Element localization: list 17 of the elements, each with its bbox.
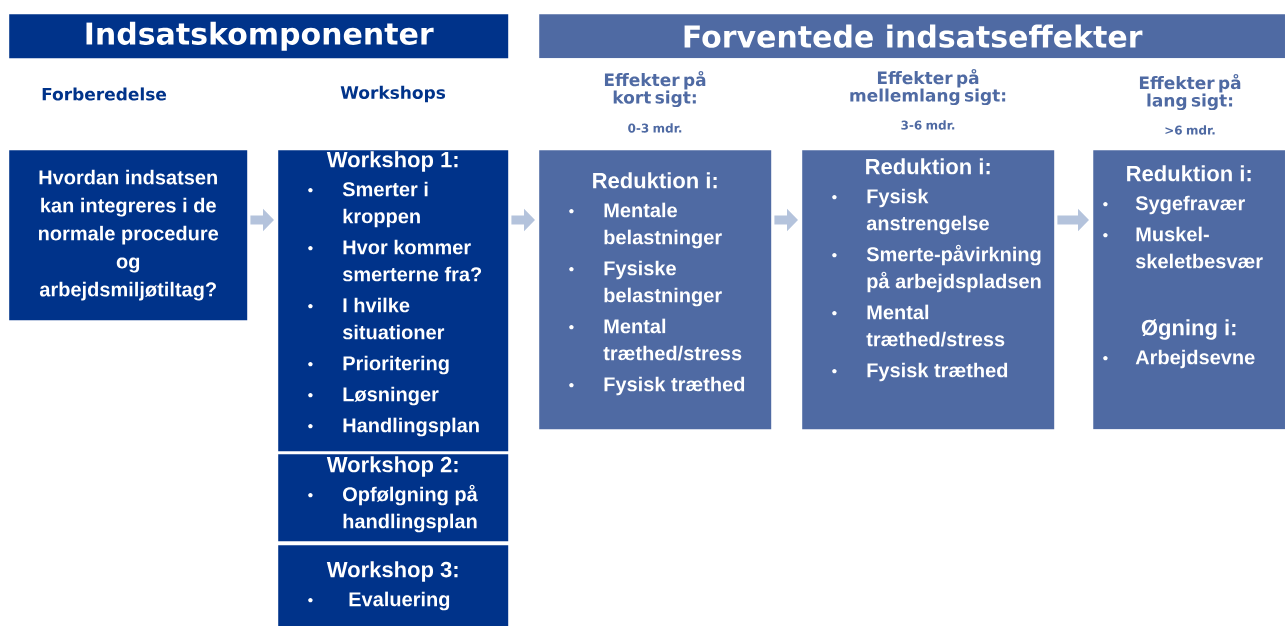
content-box: Workshop 3: Evaluering — [278, 545, 509, 626]
column-heading: Forberedelse — [42, 87, 167, 101]
content-box: Reduktion i: Sygefravær Muskel-skeletbesvær Øgning i: Arbejdsevne — [1093, 150, 1285, 430]
title-band: Forventede indsatseffekter — [539, 14, 1285, 59]
title-band: Indsatskomponenter — [9, 14, 509, 59]
column-heading: Effekter på kort sigt: — [604, 70, 706, 108]
content-box: Workshop 1: Smerter i kroppen Hvor kommer smerterne fra? I hvilke situationer Prioritering Løsninger Handlingsplan — [278, 150, 509, 452]
column-heading: Effekter på mellemlang sigt: — [850, 68, 1006, 106]
column-heading: Effekter på lang sigt: — [1139, 73, 1241, 111]
time-label: 3-6 mdr. — [901, 120, 955, 130]
content-box: Reduktion i: Fysisk anstrengelse Smerte-påvirkning på arbejdspladsen Mental træthed/stress Fysisk træthed — [802, 150, 1055, 430]
process-box: Hvordan indsatsen kan integreres i de normale procedure og arbejdsmiljøtiltag? — [9, 150, 248, 321]
time-label: >6 mdr. — [1165, 125, 1215, 135]
content-box: Reduktion i: Mentale belastninger Fysiske belastninger Mental træthed/stress Fysisk træthed — [539, 150, 772, 430]
time-label: 0-3 mdr. — [628, 123, 682, 133]
column-heading: Workshops — [340, 85, 446, 103]
content-box: Workshop 2: Opfølgning på handlingsplan — [278, 454, 509, 542]
